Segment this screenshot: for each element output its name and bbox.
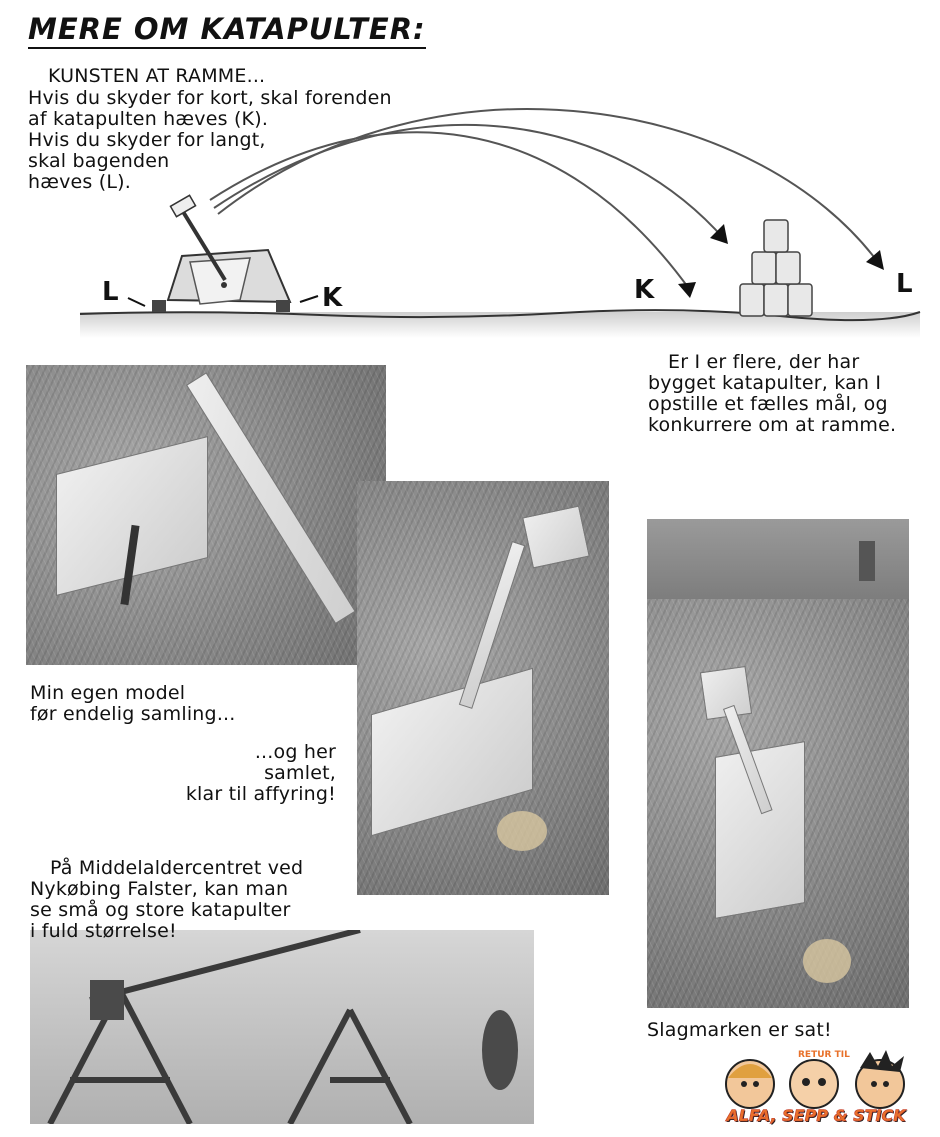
- photo-arm: [186, 372, 356, 625]
- logo-small-text: RETUR TIL: [798, 1050, 850, 1060]
- intro-heading: KUNSTEN AT RAMME...: [48, 65, 266, 87]
- trajectory-long: [217, 108, 881, 266]
- label-target-l: L: [896, 269, 913, 299]
- trebuchet-silhouettes: [47, 930, 518, 1124]
- caption-line: klar til affyring!: [185, 783, 336, 805]
- intro-line: hæves (L).: [28, 171, 132, 193]
- logo-names: ALFA, SEPP & STICK: [726, 1106, 906, 1126]
- group-line: bygget katapulter, kan I: [648, 372, 882, 394]
- caption-line: Nykøbing Falster, kan man: [30, 878, 289, 900]
- photo-battlefield: [647, 519, 909, 1008]
- photo-cans: [859, 541, 875, 581]
- arrow-head-l: [866, 250, 884, 270]
- caption-model: Min egen model før endelig samling...: [30, 683, 236, 725]
- photo-assembled-catapult: [357, 481, 609, 895]
- label-target-k: K: [634, 275, 655, 305]
- caption-line: før endelig samling...: [30, 703, 236, 725]
- caption-line: Min egen model: [30, 682, 186, 704]
- caption-line: se små og store katapulter: [30, 899, 291, 921]
- group-line: Er I er flere, der har: [668, 351, 860, 373]
- intro-line: Hvis du skyder for kort, skal forenden: [28, 87, 392, 109]
- can-stack-sketch: [739, 219, 813, 317]
- intro-line: skal bagenden: [28, 150, 170, 172]
- catapult-sketch: [152, 194, 292, 312]
- group-line: konkurrere om at ramme.: [648, 414, 897, 436]
- caption-line: ...og her samlet,: [254, 741, 336, 784]
- photo-trebuchets: [30, 930, 534, 1124]
- caption-battlefield: Slagmarken er sat!: [647, 1019, 832, 1041]
- photo-box: [715, 741, 805, 919]
- group-line: opstille et fælles mål, og: [648, 393, 888, 415]
- caption-assembled: ...og her samlet, klar til affyring!: [180, 742, 336, 805]
- caption-middelaldercentret: På Middelaldercentret ved Nykøbing Falst…: [30, 858, 303, 942]
- photo-ammo: [803, 939, 851, 983]
- label-left-l: L: [102, 277, 119, 307]
- photo-cup: [522, 505, 590, 569]
- arrow-head-k: [678, 282, 696, 298]
- page-title: MERE OM KATAPULTER:: [28, 12, 426, 49]
- caption-line: i fuld størrelse!: [30, 920, 177, 942]
- photo-model-before-assembly: [26, 365, 386, 665]
- trajectory-hit: [213, 123, 726, 241]
- label-left-k: K: [322, 283, 343, 313]
- intro-line: Hvis du skyder for langt,: [28, 129, 266, 151]
- ground-line: [79, 309, 921, 322]
- caption-line: På Middelaldercentret ved: [50, 857, 304, 879]
- trajectory-diagram: L K K L: [79, 108, 921, 338]
- characters-logo: [725, 1050, 905, 1109]
- intro-text: Hvis du skyder for kort, skal forenden a…: [28, 88, 392, 193]
- trajectory-short: [209, 131, 691, 291]
- photo-ammo: [497, 811, 547, 851]
- intro-line: af katapulten hæves (K).: [28, 108, 269, 130]
- arrow-head-target: [710, 224, 728, 244]
- alfa-sepp-stick-logo-link[interactable]: RETUR TIL ALFA, SEPP & STICK: [710, 1050, 920, 1130]
- photo-box: [371, 667, 533, 837]
- group-competition-text: Er I er flere, der har bygget katapulter…: [648, 352, 928, 436]
